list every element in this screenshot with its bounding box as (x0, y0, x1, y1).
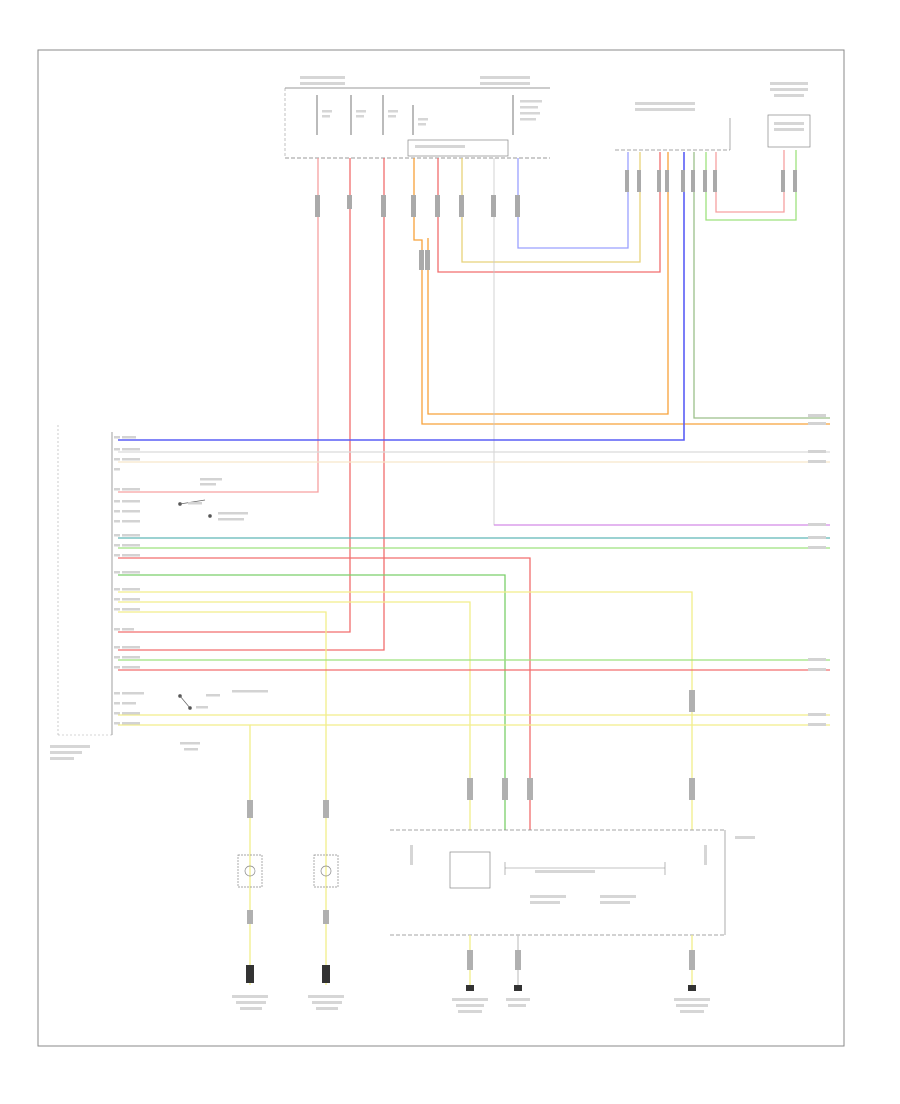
wire-blue (118, 152, 685, 441)
wire-h-yellow-3 (118, 611, 327, 800)
module-top-right (615, 102, 731, 151)
module-out-wires (469, 935, 693, 985)
wire-orange-1 (413, 158, 830, 425)
wire-orange-2 (427, 152, 669, 415)
headlight-module (390, 829, 755, 936)
diagram-frame (37, 49, 845, 1047)
wire-gray-dash (493, 158, 830, 526)
wire-fuse2-red (118, 158, 351, 633)
wire-olive (693, 152, 830, 419)
connector-ticks (315, 170, 797, 270)
fuse-box-top (284, 76, 550, 159)
lamp-right (308, 800, 344, 1010)
panel-switches (178, 499, 212, 710)
control-panel-left (50, 425, 113, 760)
wire-pink-loop (715, 150, 785, 213)
wire-h-yellow-5 (118, 724, 251, 800)
module-far-right (767, 82, 811, 148)
wire-h-yellow-down (118, 591, 693, 830)
wire-fuse1-pink (118, 158, 319, 493)
panel-pin-labels (114, 436, 144, 725)
wire-yellow-module (461, 152, 641, 263)
wire-h-yellow-2 (118, 601, 471, 830)
switch-labels (180, 478, 268, 751)
right-edge-labels (808, 414, 826, 726)
wire-h-red-down (118, 557, 531, 830)
lamp-left (232, 800, 268, 1010)
wires-horizontal (118, 451, 830, 830)
wire-light-blue (517, 152, 629, 249)
wire-h-green-down (118, 574, 506, 830)
wire-fuse3-red (118, 158, 385, 651)
module-out-connectors (452, 690, 710, 1013)
